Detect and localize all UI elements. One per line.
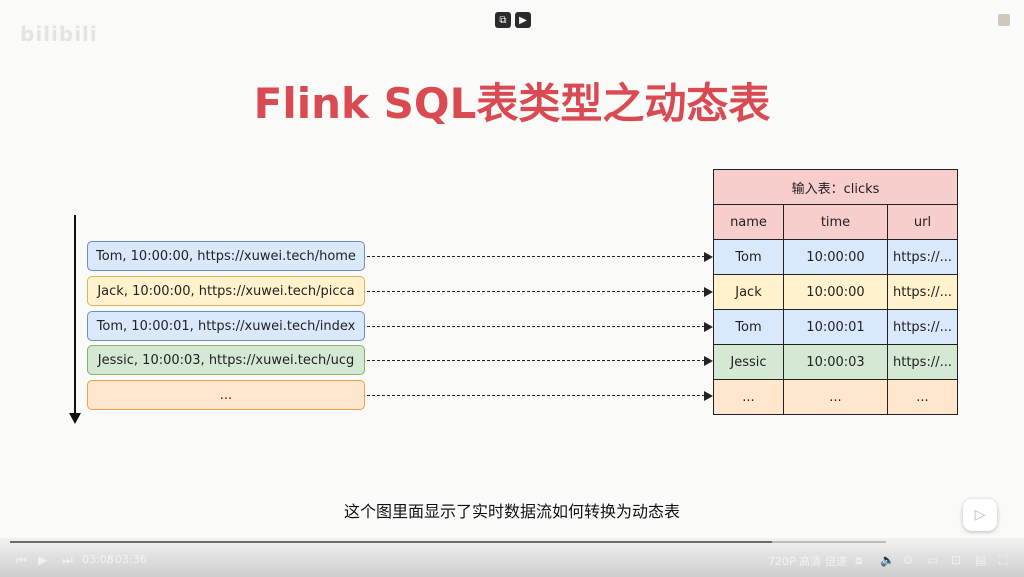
progress-bar[interactable] — [10, 541, 886, 543]
widescreen-icon[interactable]: ▭ — [927, 553, 939, 567]
quality-selector[interactable]: 720P 高清 — [768, 555, 822, 568]
slide-title: Flink SQL表类型之动态表 — [253, 79, 771, 128]
table-cell: Jack — [713, 274, 784, 310]
web-fullscreen-icon[interactable]: ⊡ — [951, 553, 962, 567]
current-time: 03:08 — [82, 553, 114, 566]
table-cell: ... — [783, 379, 888, 415]
dashed-arrow — [367, 390, 713, 401]
play-icon[interactable]: ▶ — [38, 553, 48, 567]
table-cell: Tom — [713, 309, 784, 345]
speed-selector[interactable]: 倍速 — [825, 555, 847, 568]
total-time: 03:36 — [115, 553, 147, 566]
table-cell: https://... — [887, 239, 958, 275]
time-axis-arrowhead — [69, 413, 81, 424]
bilibili-watermark: bilibili — [20, 22, 98, 46]
table-cell: ... — [887, 379, 958, 415]
fullscreen-icon[interactable]: ⛶ — [999, 553, 1008, 567]
table-cell: 10:00:03 — [783, 344, 888, 380]
dashed-arrow — [367, 286, 713, 297]
time-axis — [74, 215, 76, 415]
prev-icon[interactable]: ⏮ — [16, 553, 27, 567]
table-caption: 输入表：clicks — [713, 169, 958, 205]
table-cell: 10:00:00 — [783, 239, 888, 275]
table-cell: Tom — [713, 239, 784, 275]
column-header: time — [783, 204, 888, 240]
table-cell: https://... — [887, 274, 958, 310]
column-header: url — [887, 204, 958, 240]
tv-icon[interactable]: ▷ — [963, 499, 997, 531]
time-separator: / — [107, 553, 111, 566]
table-cell: ... — [713, 379, 784, 415]
picture-in-picture-icon[interactable]: ⧉ — [495, 12, 511, 28]
dashed-arrow — [367, 321, 713, 332]
table-cell: https://... — [887, 344, 958, 380]
stream-event: ... — [87, 380, 365, 410]
column-header: name — [713, 204, 784, 240]
danmaku-icon[interactable]: ▤ — [975, 553, 987, 567]
bookmark-icon[interactable] — [998, 14, 1010, 26]
video-subtitle: 这个图里面显示了实时数据流如何转换为动态表 — [343, 502, 680, 521]
mini-player-icon[interactable]: ▶ — [515, 12, 531, 28]
volume-icon[interactable]: 🔈 — [880, 553, 895, 567]
table-cell: 10:00:00 — [783, 274, 888, 310]
top-controls: ⧉ ▶ — [495, 12, 531, 28]
stream-event: Tom, 10:00:00, https://xuwei.tech/home — [87, 241, 365, 271]
table-cell: 10:00:01 — [783, 309, 888, 345]
progress-fill — [10, 541, 773, 543]
player-control-bar — [0, 538, 1024, 577]
stream-event: Jack, 10:00:00, https://xuwei.tech/picca — [87, 276, 365, 306]
stream-event: Jessic, 10:00:03, https://xuwei.tech/ucg — [87, 345, 365, 375]
settings-icon[interactable]: ⚙ — [903, 553, 914, 567]
dashed-arrow — [367, 251, 713, 262]
table-cell: https://... — [887, 309, 958, 345]
table-cell: Jessic — [713, 344, 784, 380]
dashed-arrow — [367, 355, 713, 366]
next-icon[interactable]: ⏭ — [62, 553, 73, 567]
stream-event: Tom, 10:00:01, https://xuwei.tech/index — [87, 311, 365, 341]
subtitle-icon[interactable]: ⧇ — [855, 553, 863, 567]
